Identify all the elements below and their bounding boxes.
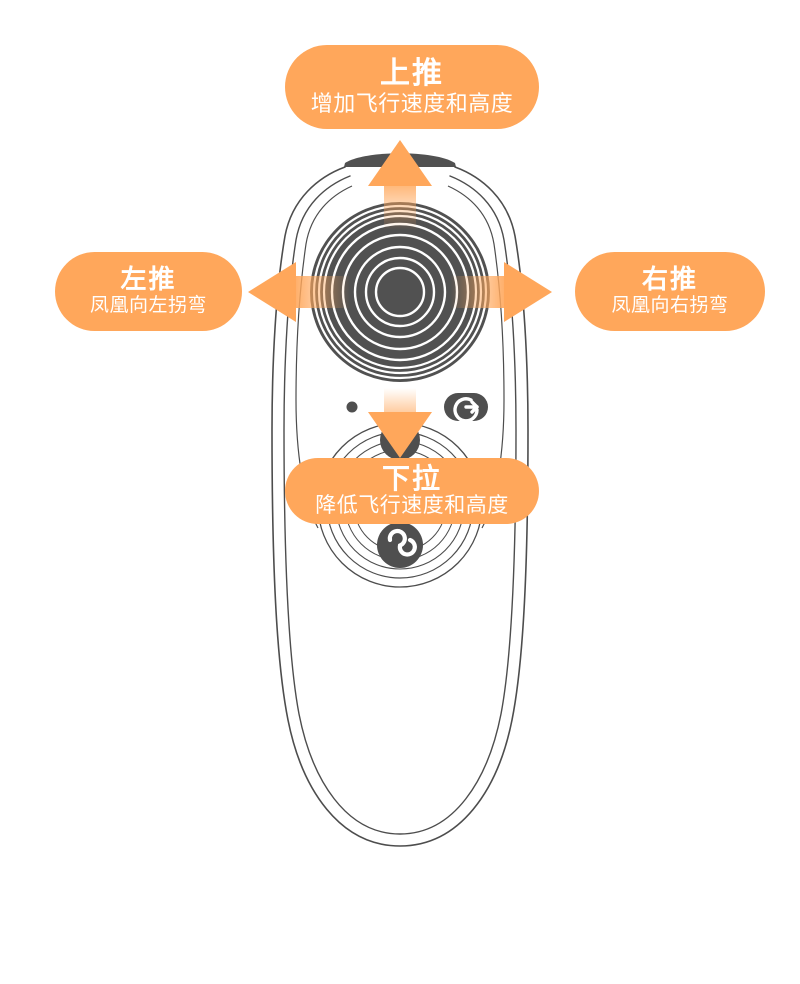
- arrow-left-icon: [248, 262, 350, 322]
- joystick-dial[interactable]: [307, 199, 493, 385]
- callout-left[interactable]: 左推 凤凰向左拐弯: [55, 252, 242, 331]
- callout-right[interactable]: 右推 凤凰向右拐弯: [575, 252, 765, 331]
- arrow-right-icon: [450, 262, 552, 322]
- arrow-up-icon: [368, 140, 432, 230]
- callout-right-title: 右推: [641, 264, 698, 295]
- callout-down-title: 下拉: [381, 463, 442, 495]
- callout-down-subtitle: 降低飞行速度和高度: [315, 493, 509, 517]
- callout-up[interactable]: 上推 增加飞行速度和高度: [285, 45, 539, 129]
- callout-up-title: 上推: [380, 57, 444, 91]
- callout-down[interactable]: 下拉 降低飞行速度和高度: [285, 458, 539, 524]
- power-button[interactable]: [444, 393, 488, 423]
- callout-left-subtitle: 凤凰向左拐弯: [89, 294, 207, 316]
- infinity-icon[interactable]: [377, 522, 423, 568]
- arrow-down-icon: [368, 388, 432, 458]
- led-dot-icon: [346, 401, 358, 413]
- device-outline-inner: [283, 175, 517, 835]
- power-icon: [453, 397, 479, 423]
- callout-up-subtitle: 增加飞行速度和高度: [310, 90, 514, 116]
- callout-right-subtitle: 凤凰向右拐弯: [611, 294, 729, 316]
- callout-left-title: 左推: [120, 264, 177, 295]
